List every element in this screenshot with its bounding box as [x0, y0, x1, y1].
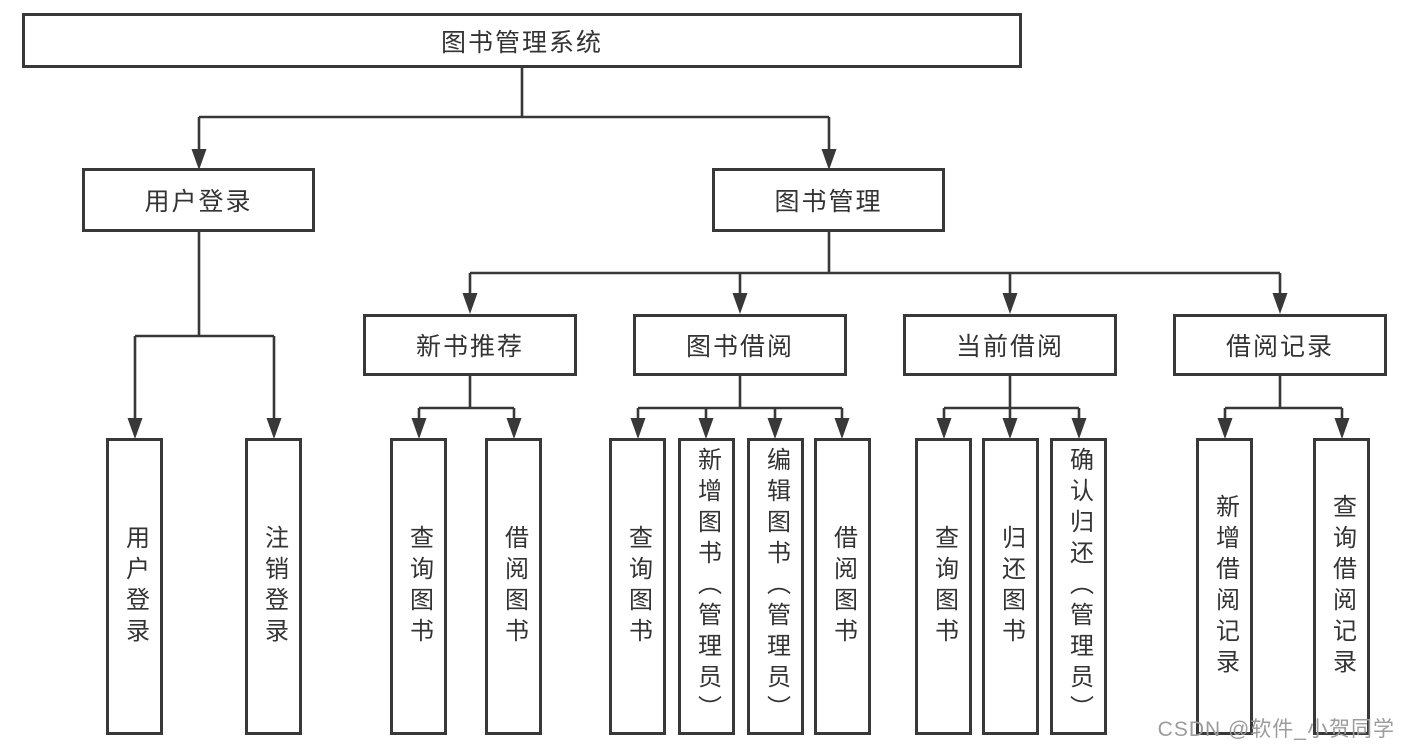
node-new-book-recommendation-label: 新书推荐 — [415, 333, 524, 361]
leaf-query-books-current: 查询图书 — [915, 438, 972, 735]
leaf-edit-books-admin: 编辑图书（管理员） — [747, 438, 804, 735]
node-book-management: 图书管理 — [712, 168, 945, 232]
node-user-login: 用户登录 — [82, 168, 315, 232]
connector-current-borrowing — [942, 376, 1081, 419]
leaf-add-books-admin: 新增图书（管理员） — [678, 438, 735, 735]
connector-book-management — [468, 232, 1282, 294]
leaf-query-books-borrowing: 查询图书 — [609, 438, 666, 735]
leaf-borrow-books-recommend-label: 借阅图书 — [500, 524, 528, 649]
arrowheads — [127, 149, 1350, 439]
leaf-logout: 注销登录 — [245, 438, 302, 735]
node-book-borrowing: 图书借阅 — [633, 314, 847, 376]
leaf-borrow-books-borrowing: 借阅图书 — [814, 438, 871, 735]
leaf-user-login-label: 用户登录 — [121, 524, 149, 649]
node-current-borrowing: 当前借阅 — [903, 314, 1117, 376]
leaf-user-login: 用户登录 — [106, 438, 163, 735]
node-book-borrowing-label: 图书借阅 — [685, 333, 794, 361]
node-user-login-label: 用户登录 — [144, 188, 253, 216]
connector-new-book — [417, 376, 516, 419]
leaf-borrow-books-borrowing-label: 借阅图书 — [829, 524, 857, 649]
connector-borrowing-records — [1223, 376, 1344, 419]
leaf-borrow-books-recommend: 借阅图书 — [485, 438, 542, 735]
leaf-query-books-recommend-label: 查询图书 — [405, 524, 433, 649]
node-borrowing-records-label: 借阅记录 — [1225, 333, 1334, 361]
node-book-management-label: 图书管理 — [774, 188, 883, 216]
node-new-book-recommendation: 新书推荐 — [363, 314, 577, 376]
leaf-query-books-recommend: 查询图书 — [390, 438, 447, 735]
connector-book-borrowing — [636, 376, 844, 419]
node-borrowing-records: 借阅记录 — [1173, 314, 1387, 376]
leaf-query-books-borrowing-label: 查询图书 — [624, 524, 652, 649]
leaf-query-books-current-label: 查询图书 — [930, 524, 958, 649]
leaf-query-borrow-record: 查询借阅记录 — [1313, 438, 1370, 735]
leaf-return-books: 归还图书 — [982, 438, 1039, 735]
leaf-add-borrow-record: 新增借阅记录 — [1196, 438, 1253, 735]
leaf-confirm-return-admin: 确认归还（管理员） — [1050, 438, 1107, 735]
connector-user-login — [133, 232, 276, 419]
watermark-text: CSDN @软件_小贺同学 — [1157, 718, 1395, 741]
leaf-logout-label: 注销登录 — [260, 524, 288, 649]
leaf-add-borrow-record-label: 新增借阅记录 — [1211, 493, 1239, 680]
node-current-borrowing-label: 当前借阅 — [955, 333, 1064, 361]
leaf-confirm-return-admin-label: 确认归还（管理员） — [1065, 447, 1093, 726]
leaf-query-borrow-record-label: 查询借阅记录 — [1328, 493, 1356, 680]
leaf-edit-books-admin-label: 编辑图书（管理员） — [762, 447, 790, 726]
node-root-label: 图书管理系统 — [440, 28, 603, 57]
leaf-add-books-admin-label: 新增图书（管理员） — [693, 447, 721, 726]
connector-root — [197, 68, 831, 150]
node-root: 图书管理系统 — [22, 13, 1022, 68]
leaf-return-books-label: 归还图书 — [997, 524, 1025, 649]
